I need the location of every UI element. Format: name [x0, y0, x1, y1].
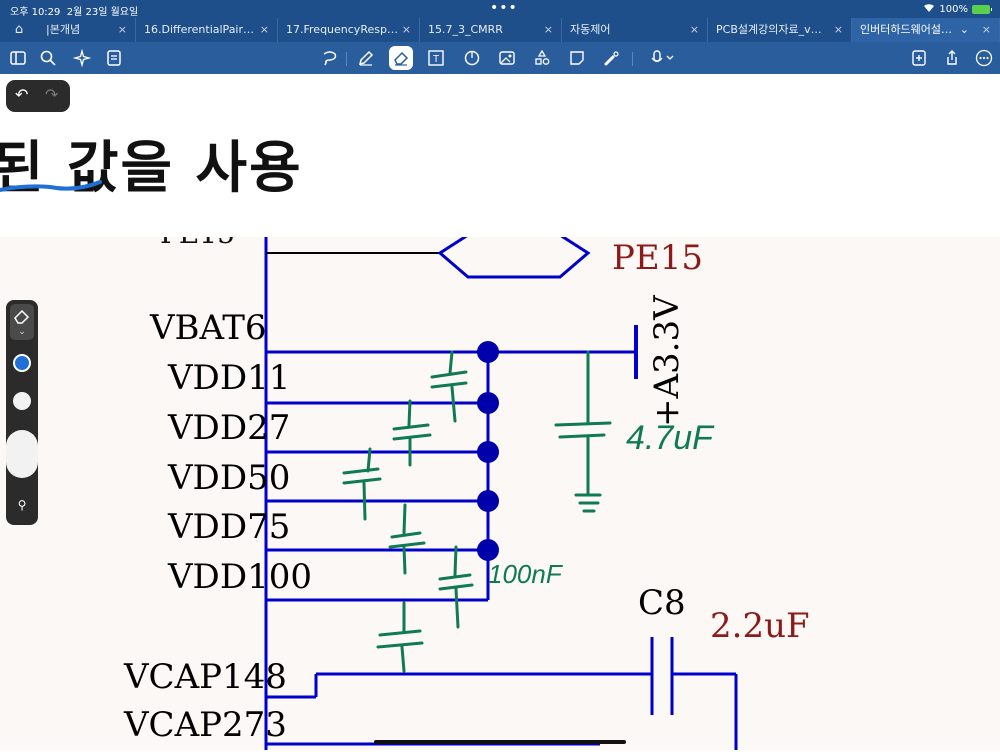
toolbar-divider	[632, 52, 633, 66]
pin-label: VDD75	[167, 507, 290, 547]
lasso-icon[interactable]	[318, 46, 342, 70]
cut-off-pin: PE15	[160, 237, 235, 250]
cap-name: C8	[638, 583, 686, 623]
tab-3[interactable]: 17.FrequencyResp…×	[278, 18, 420, 42]
sidebar-icon[interactable]	[6, 46, 30, 70]
tab-5[interactable]: 자동제어 ×	[562, 18, 708, 42]
textbox-icon[interactable]: T	[424, 46, 448, 70]
eraser-icon[interactable]	[389, 46, 413, 70]
tab-7-active[interactable]: 인버터하드웨어설… ⌄ ×	[852, 18, 1000, 42]
close-icon[interactable]: ×	[981, 23, 991, 36]
net-label-pe15: PE15	[612, 238, 703, 278]
chevron-down-icon[interactable]: ⌄	[18, 327, 26, 337]
eraser-tool-button[interactable]: ⌄	[10, 304, 34, 340]
tab-2[interactable]: 16.DifferentialPair… ×	[136, 18, 278, 42]
tab-1[interactable]: |본개념 ×	[38, 18, 136, 42]
document-icon[interactable]	[102, 46, 126, 70]
ai-sparkle-icon[interactable]	[70, 46, 94, 70]
tab-4[interactable]: 15.7_3_CMRR ×	[420, 18, 562, 42]
close-icon[interactable]: ×	[689, 23, 699, 36]
status-date: 2월 23일 월요일	[66, 7, 139, 18]
handwritten-note-100n: 100nF	[488, 559, 564, 589]
close-icon[interactable]: ×	[401, 23, 411, 36]
schematic-image: PE15 PE15 VBAT6 VDD11 VDD27 VDD50 VDD75 …	[0, 217, 1000, 750]
blue-ink-stroke	[0, 180, 102, 192]
pin-label: VDD27	[167, 408, 290, 448]
pin-label: VDD11	[167, 358, 290, 398]
supply-label: +A3.3V	[647, 294, 687, 427]
status-right: 100%	[923, 3, 992, 16]
home-icon[interactable]: ⌂	[14, 22, 24, 37]
toolbar: T	[0, 42, 1000, 74]
close-icon[interactable]: ×	[833, 23, 843, 36]
handwritten-capacitors	[342, 350, 612, 673]
net-port	[437, 233, 591, 279]
pen-icon[interactable]	[354, 46, 378, 70]
close-icon[interactable]: ×	[543, 23, 553, 36]
microphone-icon[interactable]	[646, 46, 680, 70]
close-icon[interactable]: ×	[117, 23, 127, 36]
elements-icon[interactable]	[530, 46, 554, 70]
multitask-dots[interactable]: •••	[490, 0, 518, 16]
shape-icon[interactable]	[460, 46, 484, 70]
status-bar: 오후 10:29 2월 23일 월요일 ••• 100%	[0, 0, 1000, 18]
svg-text:T: T	[433, 54, 439, 65]
tab-label: 16.DifferentialPair…	[144, 23, 255, 36]
tool-palette: ⌄ ⚲	[6, 300, 38, 525]
redo-icon[interactable]: ↷	[45, 85, 59, 104]
undo-icon[interactable]: ↶	[15, 85, 29, 104]
new-page-icon[interactable]	[907, 46, 931, 70]
tab-label: 인버터하드웨어설…	[860, 23, 952, 36]
battery-icon	[972, 5, 992, 14]
more-icon[interactable]	[972, 46, 996, 70]
share-icon[interactable]	[940, 46, 964, 70]
handwritten-note-4u7: 4.7uF	[626, 419, 715, 457]
tab-label: PCB설계강의자료_v…	[716, 23, 822, 36]
close-icon[interactable]: ×	[259, 23, 269, 36]
battery-percent: 100%	[939, 4, 968, 15]
status-time: 오후 10:29 2월 23일 월요일	[10, 7, 139, 18]
pin-label: VBAT6	[149, 308, 267, 348]
pin-label: VDD100	[167, 557, 312, 597]
toolbar-divider	[346, 52, 347, 66]
tab-label: |본개념	[46, 23, 81, 36]
stroke-size-slider[interactable]	[6, 430, 38, 478]
undo-redo-pill: ↶ ↷	[6, 80, 70, 112]
pin-label: VDD50	[167, 458, 290, 498]
color-swatch-blue[interactable]	[13, 354, 31, 372]
tab-6[interactable]: PCB설계강의자료_v… ×	[708, 18, 852, 42]
home-indicator[interactable]	[374, 740, 626, 744]
tab-label: 17.FrequencyResp…	[286, 23, 398, 36]
search-icon[interactable]	[36, 46, 60, 70]
tab-label: 자동제어	[570, 23, 611, 36]
tab-bar: ⌂ |본개념 × 16.DifferentialPair… × 17.Frequen…	[0, 18, 1000, 42]
pin-label: VCAP273	[123, 705, 287, 745]
wifi-icon	[923, 3, 935, 16]
laser-pointer-icon[interactable]	[600, 46, 624, 70]
chevron-down-icon[interactable]: ⌄	[959, 23, 969, 36]
eraser-icon	[14, 309, 30, 324]
color-swatch-white[interactable]	[13, 392, 31, 410]
sticky-note-icon[interactable]	[565, 46, 589, 70]
schematic-drawing: PE15 PE15 VBAT6 VDD11 VDD27 VDD50 VDD75 …	[123, 217, 810, 750]
settings-slider-icon[interactable]: ⚲	[17, 498, 27, 512]
cap-value: 2.2uF	[710, 606, 810, 646]
note-page[interactable]	[0, 74, 1000, 239]
pin-label: VCAP148	[123, 657, 287, 697]
image-icon[interactable]	[495, 46, 519, 70]
page-heading: 된 값을 사용	[0, 136, 303, 201]
tab-label: 15.7_3_CMRR	[428, 23, 503, 36]
